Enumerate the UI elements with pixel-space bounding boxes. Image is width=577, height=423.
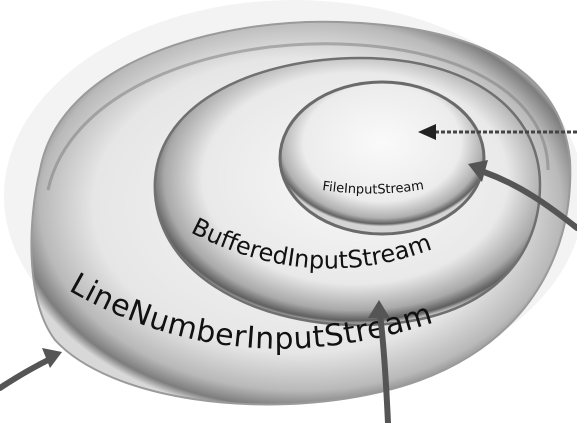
arrow-bottom bbox=[377, 312, 391, 423]
inner-stream-label: FileInputStream bbox=[322, 178, 425, 197]
arrow-left bbox=[0, 355, 55, 391]
inner-stream-ring bbox=[278, 80, 486, 236]
dotted-arrow-head bbox=[418, 124, 436, 140]
outer-ring-shadow bbox=[46, 42, 550, 191]
curved-arrow-right-head bbox=[468, 160, 488, 182]
arrow-bottom-head bbox=[368, 300, 390, 318]
arrow-left-head bbox=[42, 348, 62, 368]
curved-arrow-right bbox=[481, 169, 577, 231]
